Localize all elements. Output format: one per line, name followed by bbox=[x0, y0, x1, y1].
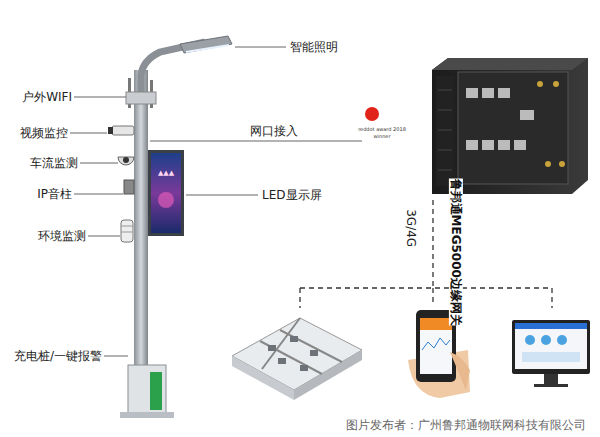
camera bbox=[108, 126, 134, 135]
env-sensor bbox=[121, 220, 133, 242]
callout-label: 车流监测 bbox=[30, 156, 78, 170]
reddot-logo bbox=[365, 107, 379, 121]
dome-camera bbox=[118, 157, 134, 165]
speaker bbox=[124, 180, 134, 194]
callout-label: 视频监控 bbox=[20, 126, 68, 140]
lamp-light bbox=[186, 45, 229, 52]
award-text: winner bbox=[374, 133, 391, 139]
charging-pile bbox=[120, 365, 174, 418]
callout-label: LED显示屏 bbox=[262, 188, 322, 202]
wifi-antenna bbox=[126, 78, 156, 108]
callout-label: IP音柱 bbox=[37, 187, 72, 201]
callout-label: 环境监测 bbox=[38, 229, 86, 243]
gateway-name: 鲁邦通MEG5000边缘网关 bbox=[449, 178, 463, 325]
callout-label: 网口接入 bbox=[250, 124, 298, 138]
award-text: reddot award 2018 bbox=[358, 126, 406, 132]
callout-label: 智能照明 bbox=[290, 40, 338, 54]
network-lines bbox=[300, 200, 552, 308]
svg-text:▲▲▲: ▲▲▲ bbox=[158, 169, 175, 177]
network-label: 3G/4G bbox=[404, 209, 418, 247]
building-model bbox=[232, 318, 362, 400]
leader-lines bbox=[70, 47, 362, 356]
watermark: 图片发布者：广州鲁邦通物联网科技有限公司 bbox=[346, 418, 586, 432]
monitor bbox=[512, 320, 590, 387]
callout-label: 户外WIFI bbox=[22, 90, 72, 104]
led-screen: ▲▲▲ bbox=[148, 150, 184, 236]
lamp bbox=[180, 36, 232, 53]
gateway-device bbox=[432, 58, 588, 194]
pole bbox=[134, 70, 148, 415]
callout-label: 充电桩/一键报警 bbox=[14, 349, 102, 363]
